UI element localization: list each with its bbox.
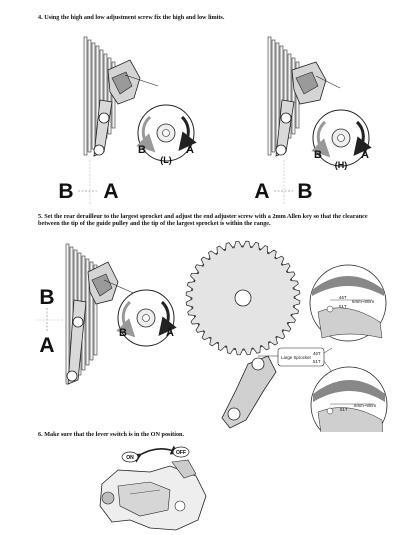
zoom-top-51t: 51T [339, 304, 347, 309]
fig4-left-a-label: A [103, 180, 118, 203]
dial-left-center-label: (L) [160, 155, 172, 165]
derailleur-cage-illustration [221, 355, 277, 429]
derailleur-step5-illustration [65, 243, 141, 385]
off-badge: OFF [172, 446, 190, 458]
dial-left-b-label: B [138, 144, 146, 156]
dial-right-b-label: B [314, 149, 322, 161]
off-label: OFF [176, 450, 186, 456]
callout-51t: 51T [313, 359, 321, 364]
fig4-left-b-label: B [58, 180, 73, 203]
figure-6: ON OFF [99, 445, 207, 531]
figure-4: B A (L) B A B A (H) A B [58, 36, 372, 206]
step-6-text: 6. Make sure that the lever switch is in… [38, 431, 185, 438]
dial-step5-b-label: B [119, 327, 127, 339]
dial-right-a-label: A [361, 149, 369, 161]
large-sprocket-illustration [185, 240, 301, 356]
fig4-right-b-label: B [297, 180, 312, 203]
fig4-right-a-label: A [254, 180, 269, 203]
screw-dial-step5: B A [116, 289, 177, 347]
step-4-text: 4. Using the high and low adjustment scr… [38, 14, 225, 21]
derailleur-left-illustration [83, 36, 159, 157]
clearance-zoom-top: 46T 51T 6mm~8mm [309, 264, 387, 342]
dial-right-center-label: (H) [335, 160, 348, 170]
zoom-top-range: 6mm~8mm [352, 299, 374, 304]
derailleur-body-step6-illustration [99, 459, 207, 531]
zoom-bottom-range: 6mm~8mm [354, 403, 376, 408]
zoom-bottom-51t: 51T [340, 407, 348, 412]
callout-title: Large Sprocket [281, 355, 312, 360]
dial-left-a-label: A [186, 144, 194, 156]
step-5-text: 5. Set the rear derailleur to the larges… [38, 213, 368, 228]
lever-switch-arrow [131, 445, 181, 463]
figure-5: B A B A Large Sprocket 46T 51T [36, 240, 388, 432]
callout-46t: 46T [313, 351, 321, 356]
dial-step5-a-label: A [166, 327, 174, 339]
zoom-top-46t: 46T [339, 295, 347, 300]
screw-dial-left: B A (L) [136, 104, 197, 165]
on-badge: ON [121, 451, 139, 463]
fig5-b-label: B [39, 286, 54, 309]
clearance-zoom-bottom: 51T 6mm~8mm [310, 366, 388, 432]
derailleur-right-illustration [267, 36, 341, 157]
screw-dial-right: B A (H) [311, 109, 372, 170]
large-sprocket-callout: Large Sprocket 46T 51T [258, 347, 333, 373]
fig5-a-label: A [39, 334, 54, 357]
on-label: ON [126, 455, 134, 461]
